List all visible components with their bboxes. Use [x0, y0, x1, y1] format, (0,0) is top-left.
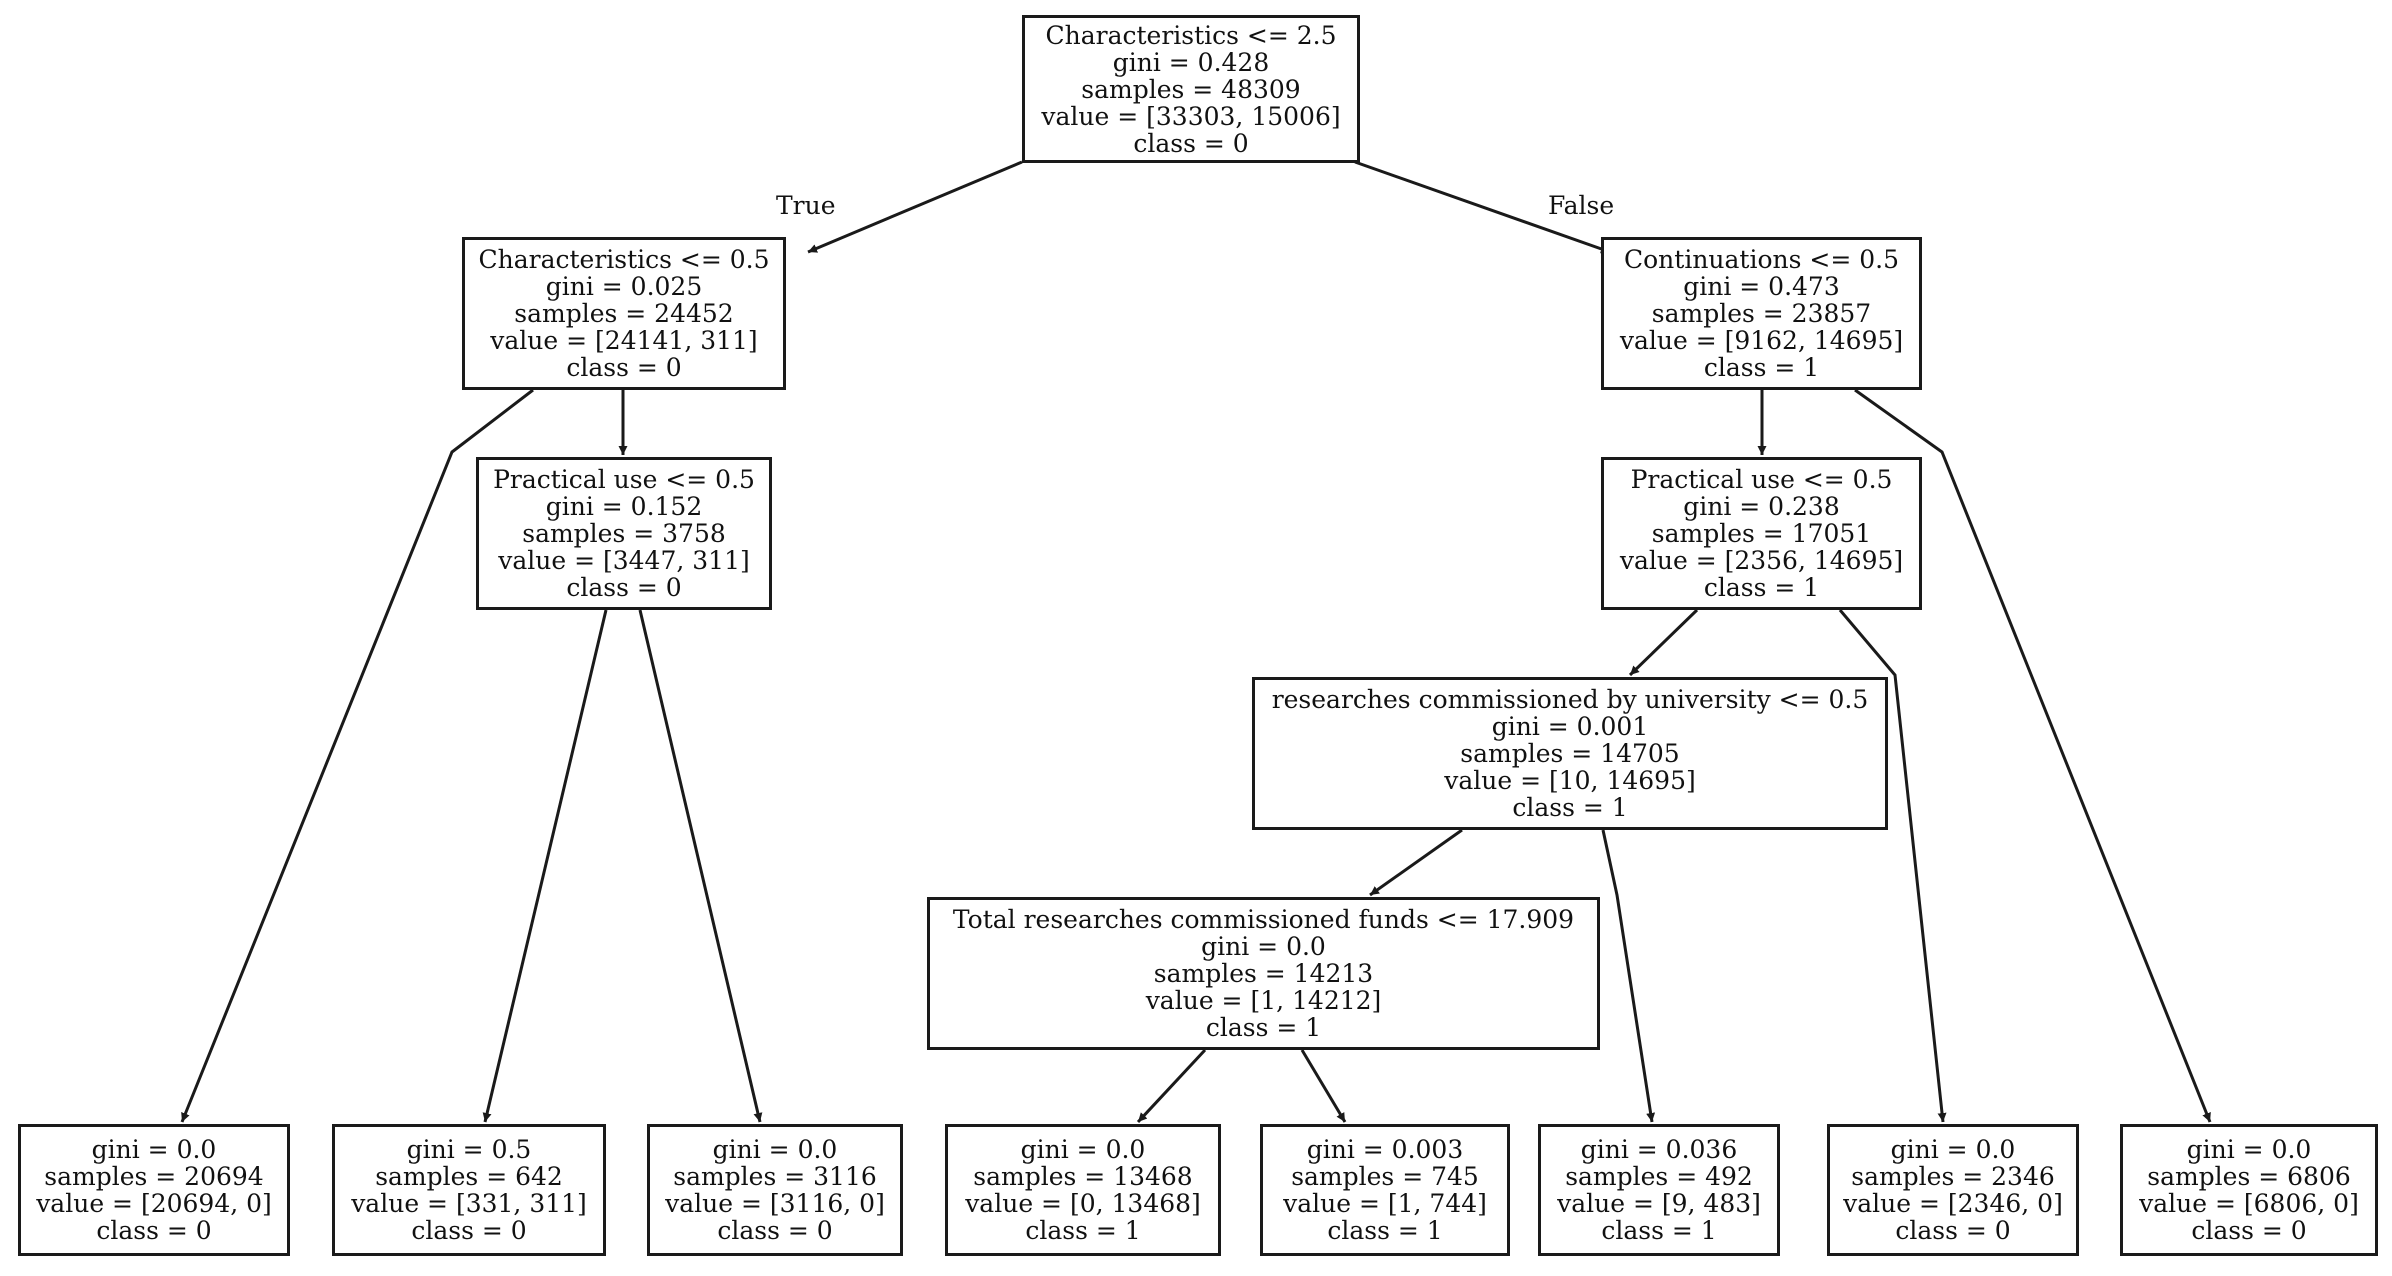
node-class: class = 1 [1205, 1013, 1322, 1042]
node-class: class = 0 [566, 573, 682, 602]
edge-research-to-total [1369, 828, 1463, 897]
node-samples: samples = 48309 [1081, 74, 1301, 104]
node-value: value = [20694, 0] [36, 1189, 272, 1218]
node-samples: samples = 23857 [1651, 299, 1872, 328]
node-class: class = 0 [1895, 1216, 2011, 1245]
node-value: value = [0, 13468] [965, 1189, 1201, 1218]
node-split-rule: Practical use <= 0.5 [493, 465, 755, 494]
node-split-rule: Total researches commissioned funds <= 1… [952, 905, 1575, 934]
node-value: value = [24141, 311] [490, 326, 758, 355]
node-gini: gini = 0.0 [2186, 1135, 2312, 1164]
node-split-rule: Continuations <= 0.5 [1624, 245, 1899, 274]
node-gini: gini = 0.0 [1890, 1135, 2016, 1164]
node-gini: gini = 0.0 [1020, 1135, 1146, 1164]
node-value: value = [9162, 14695] [1619, 326, 1904, 355]
tree-node-practical-use-right: Practical use <= 0.5 gini = 0.238 sample… [1601, 457, 1922, 610]
node-class: class = 0 [566, 353, 682, 382]
node-value: value = [3116, 0] [665, 1189, 885, 1218]
tree-node-root: Characteristics <= 2.5 gini = 0.428 samp… [1022, 15, 1360, 163]
node-samples: samples = 3116 [673, 1162, 877, 1191]
node-value: value = [331, 311] [351, 1189, 587, 1218]
node-samples: samples = 14705 [1460, 739, 1680, 768]
edge-continuations-to-leaf8 [1854, 388, 2212, 1123]
edge-practical-left-to-leaf3 [638, 609, 763, 1123]
edge-practical-right-to-leaf7 [1838, 609, 1947, 1123]
tree-leaf-7: gini = 0.0 samples = 2346 value = [2346,… [1827, 1124, 2079, 1256]
node-samples: samples = 492 [1565, 1162, 1753, 1191]
node-value: value = [6806, 0] [2139, 1189, 2359, 1218]
node-value: value = [10, 14695] [1444, 766, 1696, 795]
tree-leaf-3: gini = 0.0 samples = 3116 value = [3116,… [647, 1124, 903, 1256]
edge-research-to-leaf6 [1601, 829, 1656, 1123]
tree-leaf-2: gini = 0.5 samples = 642 value = [331, 3… [332, 1124, 606, 1256]
node-value: value = [9, 483] [1557, 1189, 1761, 1218]
node-samples: samples = 14213 [1153, 959, 1374, 988]
tree-node-researches-commissioned: researches commissioned by university <=… [1252, 677, 1888, 830]
node-gini: gini = 0.036 [1580, 1135, 1738, 1164]
node-class: class = 0 [717, 1216, 833, 1245]
node-gini: gini = 0.0 [91, 1135, 217, 1164]
node-value: value = [1, 744] [1283, 1189, 1487, 1218]
node-split-rule: Characteristics <= 2.5 [1045, 20, 1337, 50]
node-samples: samples = 642 [375, 1162, 563, 1191]
node-class: class = 0 [1133, 128, 1249, 158]
node-class: class = 1 [1703, 573, 1820, 602]
tree-node-continuations: Continuations <= 0.5 gini = 0.473 sample… [1601, 237, 1922, 390]
node-samples: samples = 6806 [2147, 1162, 2351, 1191]
node-value: value = [2346, 0] [1843, 1189, 2063, 1218]
edge-label-true: True [776, 191, 836, 220]
tree-node-practical-use-left: Practical use <= 0.5 gini = 0.152 sample… [476, 457, 772, 610]
node-class: class = 1 [1601, 1216, 1717, 1245]
node-value: value = [2356, 14695] [1619, 546, 1904, 575]
edge-characteristics-to-leaf1 [180, 388, 534, 1123]
tree-node-total-researches-funds: Total researches commissioned funds <= 1… [927, 897, 1600, 1050]
node-split-rule: researches commissioned by university <=… [1271, 685, 1869, 714]
edge-total-to-leaf5 [1300, 1049, 1347, 1123]
node-samples: samples = 13468 [973, 1162, 1193, 1191]
node-samples: samples = 24452 [514, 299, 734, 328]
node-gini: gini = 0.238 [1683, 492, 1840, 521]
edge-root-to-characteristics [807, 160, 1023, 254]
tree-leaf-1: gini = 0.0 samples = 20694 value = [2069… [18, 1124, 290, 1256]
node-samples: samples = 17051 [1651, 519, 1872, 548]
edge-label-false: False [1548, 191, 1615, 220]
node-value: value = [33303, 15006] [1041, 101, 1341, 131]
node-class: class = 1 [1327, 1216, 1443, 1245]
node-class: class = 0 [2191, 1216, 2307, 1245]
node-split-rule: Practical use <= 0.5 [1630, 465, 1893, 494]
node-class: class = 1 [1512, 793, 1628, 822]
node-value: value = [3447, 311] [498, 546, 750, 575]
node-gini: gini = 0.0 [712, 1135, 838, 1164]
node-gini: gini = 0.025 [545, 272, 703, 301]
node-samples: samples = 2346 [1851, 1162, 2055, 1191]
node-class: class = 0 [96, 1216, 212, 1245]
tree-leaf-8: gini = 0.0 samples = 6806 value = [6806,… [2120, 1124, 2378, 1256]
node-gini: gini = 0.152 [545, 492, 703, 521]
edge-total-to-leaf4 [1136, 1048, 1207, 1124]
edge-root-to-continuations [1354, 160, 1611, 254]
node-class: class = 1 [1025, 1216, 1141, 1245]
node-gini: gini = 0.428 [1112, 47, 1270, 77]
edge-practical-right-to-research [1628, 608, 1699, 677]
node-class: class = 0 [411, 1216, 527, 1245]
node-value: value = [1, 14212] [1145, 986, 1382, 1015]
node-samples: samples = 20694 [44, 1162, 264, 1191]
tree-node-characteristics: Characteristics <= 0.5 gini = 0.025 samp… [462, 237, 786, 390]
tree-leaf-6: gini = 0.036 samples = 492 value = [9, 4… [1538, 1124, 1780, 1256]
node-samples: samples = 3758 [522, 519, 726, 548]
node-samples: samples = 745 [1291, 1162, 1479, 1191]
tree-leaf-5: gini = 0.003 samples = 745 value = [1, 7… [1260, 1124, 1510, 1256]
node-gini: gini = 0.001 [1491, 712, 1649, 741]
node-gini: gini = 0.5 [406, 1135, 532, 1164]
node-split-rule: Characteristics <= 0.5 [478, 245, 770, 274]
node-gini: gini = 0.003 [1306, 1135, 1464, 1164]
edge-practical-left-to-leaf2 [482, 609, 608, 1123]
node-gini: gini = 0.473 [1683, 272, 1840, 301]
tree-leaf-4: gini = 0.0 samples = 13468 value = [0, 1… [945, 1124, 1221, 1256]
node-gini: gini = 0.0 [1201, 932, 1326, 961]
node-class: class = 1 [1703, 353, 1820, 382]
